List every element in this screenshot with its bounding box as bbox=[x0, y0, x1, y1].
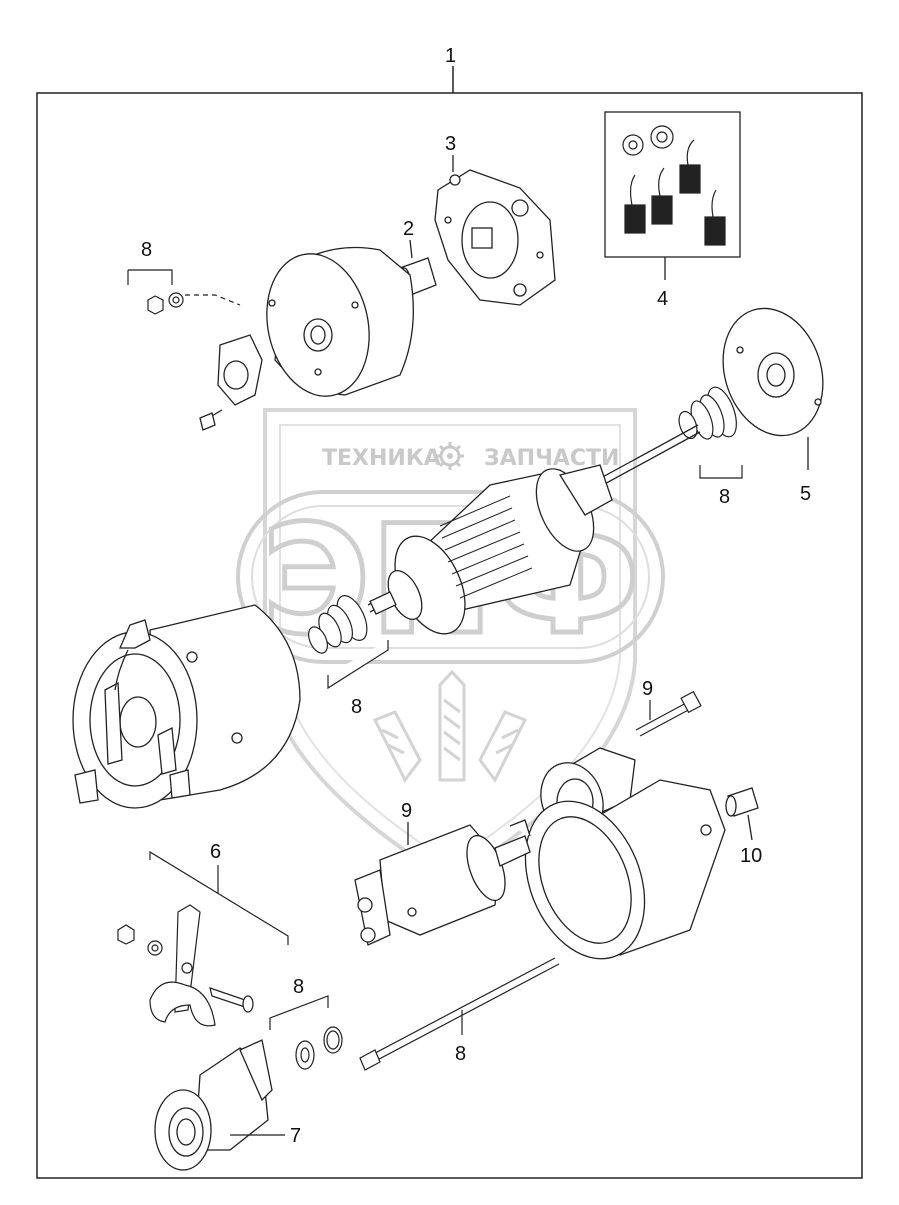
callout-8-mid: 8 bbox=[351, 696, 362, 718]
callout-1: 1 bbox=[445, 45, 456, 67]
callout-8-top-left: 8 bbox=[141, 239, 152, 261]
gear-icon bbox=[436, 442, 464, 470]
callout-5: 5 bbox=[800, 483, 811, 505]
through-bolt bbox=[359, 957, 560, 1071]
callout-10: 10 bbox=[740, 845, 762, 867]
field-frame bbox=[72, 604, 301, 809]
hardware-top-left bbox=[127, 269, 241, 315]
callout-2: 2 bbox=[403, 218, 414, 240]
callout-9-top: 9 bbox=[642, 678, 653, 700]
hardware-right bbox=[678, 386, 743, 479]
callout-7: 7 bbox=[290, 1125, 301, 1147]
callout-3: 3 bbox=[445, 133, 456, 155]
callout-8-bottom: 8 bbox=[293, 976, 304, 998]
drive-lever-kit bbox=[117, 850, 289, 1027]
armature bbox=[367, 424, 701, 635]
bushing-right bbox=[725, 787, 759, 841]
callout-6: 6 bbox=[210, 841, 221, 863]
brush-kit-bearings bbox=[622, 125, 674, 156]
callout-9-solenoid: 9 bbox=[401, 800, 412, 822]
watermark-left-word: ТЕХНИКА bbox=[322, 446, 441, 471]
brush-kit: 4 bbox=[604, 111, 741, 310]
hardware-mid bbox=[308, 595, 389, 690]
callout-8-right: 8 bbox=[719, 486, 730, 508]
callout-4: 4 bbox=[657, 288, 668, 310]
carbon-brushes bbox=[624, 139, 726, 246]
hardware-bottom bbox=[269, 995, 343, 1070]
drive-end-plate bbox=[722, 307, 824, 470]
drive-housing bbox=[524, 747, 726, 960]
callout-8-through-bolt: 8 bbox=[455, 1043, 466, 1065]
watermark-wheat-ears bbox=[372, 669, 528, 783]
pinion-drive bbox=[154, 1039, 285, 1171]
solenoid bbox=[354, 819, 531, 946]
assembly-frame: 1 bbox=[36, 45, 863, 1179]
commutator-end-housing bbox=[199, 246, 414, 431]
bolt-top bbox=[635, 690, 702, 737]
brush-holder-plate bbox=[434, 155, 556, 306]
